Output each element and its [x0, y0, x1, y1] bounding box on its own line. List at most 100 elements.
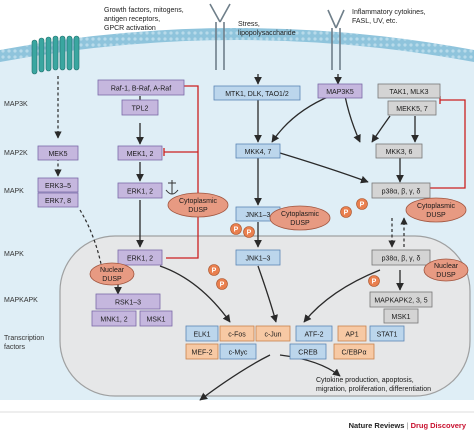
stimulus-right-line2: FASL, UV, etc.: [352, 18, 397, 25]
tf-mef2-label: MEF-2: [192, 350, 213, 357]
tf-creb: [289, 343, 327, 360]
outcome-line1: Cytokine production, apoptosis,: [316, 377, 414, 384]
box-raf-label: Raf-1, B-Raf, A-Raf: [111, 86, 171, 93]
level-mapk-upper: MAPK: [4, 188, 24, 195]
level-mapk-lower: MAPK: [4, 251, 24, 258]
box-tak1-label: TAK1, MLK3: [389, 89, 428, 96]
box-tak1: [377, 83, 441, 99]
level-tf-line1: Transcription: [4, 335, 44, 342]
box-erk35-label: ERK3–5: [45, 183, 71, 190]
box-mkk36-label: MKK3, 6: [386, 149, 413, 156]
box-mkk47: [235, 143, 281, 159]
tf-elk1-label: ELK1: [193, 332, 210, 339]
phospho-group-cyto: P P P P: [230, 198, 368, 238]
box-tpl2: [121, 99, 159, 116]
cell-membrane-texture: [0, 28, 474, 62]
dusp-nuc-2: [423, 258, 469, 282]
tf-cjun-label: c-Jun: [264, 332, 281, 339]
tf-cebp-label: C/EBPα: [341, 350, 366, 357]
dusp-nuc-2-line2: DUSP: [436, 272, 456, 279]
dusp-nuc-1-line1: Nuclear: [100, 267, 125, 274]
dusp-cyto-3-line2: DUSP: [426, 212, 446, 219]
box-map3k5-label: MAP3K5: [326, 89, 354, 96]
dusp-cyto-1: [167, 192, 229, 218]
box-mtk1-label: MTK1, DLK, TAO1/2: [225, 91, 289, 98]
dusp-cyto-2: [269, 205, 331, 231]
tf-cmyc-label: c-Myc: [229, 350, 248, 357]
stimulus-right-line1: Inflammatory cytokines,: [352, 9, 426, 16]
dusp-nuc-2-line1: Nuclear: [434, 263, 459, 270]
tf-atf2: [295, 325, 333, 342]
box-mek5: [37, 145, 79, 161]
box-mtk1: [213, 85, 301, 101]
svg-text:P: P: [234, 227, 239, 234]
box-erk12-cyto: [117, 182, 163, 199]
stimulus-left-line2: antigen receptors,: [104, 16, 160, 23]
level-map2k: MAP2K: [4, 150, 28, 157]
outcome-line2: migration, proliferation, differentiatio…: [316, 386, 431, 393]
tf-elk1: [185, 325, 219, 342]
box-mek12: [117, 145, 163, 161]
tf-creb-label: CREB: [298, 350, 318, 357]
box-mnk12-label: MNK1, 2: [100, 317, 127, 324]
dusp-nuc-1-line2: DUSP: [102, 276, 122, 283]
dusp-cyto-1-line2: DUSP: [188, 207, 208, 214]
dusp-cyto-2-line2: DUSP: [290, 220, 310, 227]
footer-journal: Nature Reviews: [349, 421, 405, 430]
gpcr-receptor-icon: [31, 35, 80, 75]
svg-text:P: P: [247, 230, 252, 237]
level-mapkapk: MAPKAPK: [4, 297, 38, 304]
box-mekk57: [387, 100, 437, 116]
phospho-group-nuc: P P P: [208, 264, 380, 290]
tf-mef2: [185, 343, 219, 360]
box-erk35: [37, 177, 79, 193]
anchor-icon: [165, 180, 179, 195]
dusp-nuc-1: [89, 262, 135, 286]
box-mapkapk-label: MAPKAPK2, 3, 5: [374, 298, 427, 305]
tf-cmyc: [219, 343, 257, 360]
dusp-cyto-1-line1: Cytoplasmic: [179, 198, 218, 205]
level-tf-line2: factors: [4, 344, 26, 351]
stimulus-middle-line2: lipopolysaccharide: [238, 30, 296, 37]
box-p38-cyto-label: p38α, β, γ, δ: [382, 189, 421, 196]
box-erk78-label: ERK7, 8: [45, 198, 71, 205]
tf-ap1-label: AP1: [345, 332, 358, 339]
svg-text:P: P: [212, 268, 217, 275]
box-mkk47-label: MKK4, 7: [245, 149, 272, 156]
dusp-cyto-3: [405, 197, 467, 223]
receptor-middle-icon: [209, 3, 231, 70]
box-mkk36: [375, 143, 423, 159]
stimulus-left-line3: GPCR activation: [104, 25, 156, 32]
svg-text:P: P: [360, 202, 365, 209]
box-mek5-label: MEK5: [48, 151, 67, 158]
tf-cebp: [333, 343, 375, 360]
inhibition-lines: [163, 82, 466, 259]
box-msk1-left-label: MSK1: [146, 317, 165, 324]
svg-text:P: P: [220, 282, 225, 289]
box-msk1-left: [139, 310, 173, 327]
box-mekk57-label: MEKK5, 7: [396, 106, 428, 113]
tf-atf2-label: ATF-2: [305, 332, 324, 339]
box-raf: [97, 79, 185, 96]
tf-cfos-label: c-Fos: [228, 332, 246, 339]
box-p38-cyto: [371, 182, 431, 199]
footer-separator: |: [404, 421, 410, 430]
tf-stat1-label: STAT1: [377, 332, 398, 339]
box-mnk12: [91, 310, 137, 327]
box-map3k5: [317, 83, 363, 99]
box-erk12-nuc: [117, 249, 163, 266]
box-mek12-label: MEK1, 2: [127, 151, 154, 158]
dusp-cyto-3-line1: Cytoplasmic: [417, 203, 456, 210]
box-rsk13-label: RSK1–3: [115, 300, 141, 307]
svg-text:P: P: [372, 279, 377, 286]
box-erk12-nuc-label: ERK1, 2: [127, 256, 153, 263]
box-erk12-cyto-label: ERK1, 2: [127, 189, 153, 196]
box-msk1-right-label: MSK1: [391, 314, 410, 321]
box-p38-nuc-label: p38α, β, γ, δ: [382, 256, 421, 263]
box-tpl2-label: TPL2: [132, 106, 149, 113]
dusp-cyto-2-line1: Cytoplasmic: [281, 211, 320, 218]
box-erk78: [37, 192, 79, 208]
svg-text:P: P: [344, 210, 349, 217]
stimulus-middle-line1: Stress,: [238, 21, 260, 28]
